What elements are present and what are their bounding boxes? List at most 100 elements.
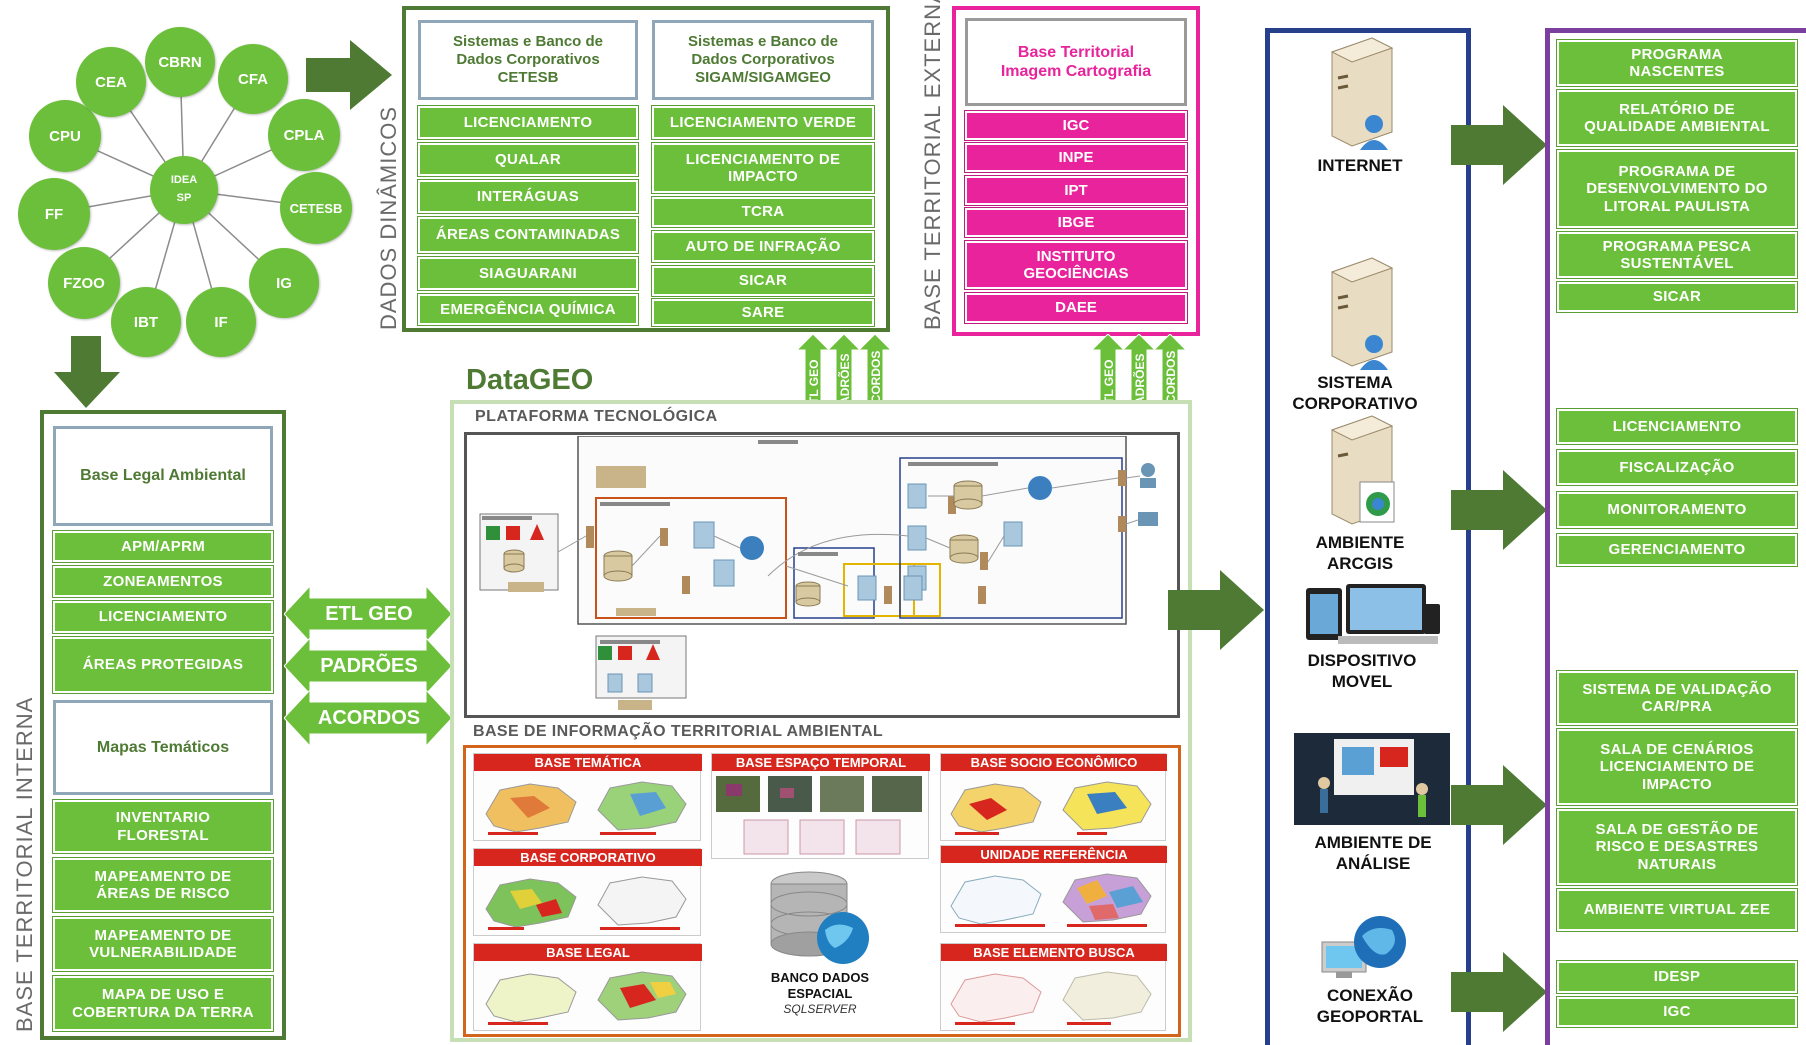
interna-item-licenciamento[interactable]: LICENCIAMENTO: [53, 601, 273, 633]
arrow-right-icon: [1451, 952, 1547, 1032]
panel-title: BASE TEMÁTICA: [474, 754, 702, 771]
output-programa-litoral[interactable]: PROGRAMA DE DESENVOLVIMENTO DO LITORAL P…: [1557, 150, 1797, 228]
idea-node-cetesb: CETESB: [280, 172, 352, 244]
output-relatorio-qualidade[interactable]: RELATÓRIO DE QUALIDADE AMBIENTAL: [1557, 90, 1797, 146]
panel-base-tematica: BASE TEMÁTICA: [473, 753, 702, 841]
connector-interna-padroes: PADRÕES: [320, 655, 418, 677]
database-sub: SQLSERVER: [783, 1002, 857, 1016]
output-sistema-validacao[interactable]: SISTEMA DE VALIDAÇÃO CAR/PRA: [1557, 671, 1797, 725]
map-thumbnail: [485, 781, 687, 835]
cetesb-item-siaguarani[interactable]: SIAGUARANI: [418, 257, 638, 290]
satellite-thumbnails: [716, 776, 922, 855]
map-thumbnail: [950, 873, 1152, 927]
database-globe-icon: [770, 871, 869, 964]
interna-item-uso-cobertura[interactable]: MAPA DE USO E COBERTURA DA TERRA: [53, 976, 273, 1031]
output-ambiente-zee[interactable]: AMBIENTE VIRTUAL ZEE: [1557, 889, 1797, 931]
output-igc[interactable]: IGC: [1557, 997, 1797, 1027]
mapas-header: Mapas Temáticos: [53, 700, 273, 795]
interna-item-inventario[interactable]: INVENTARIO FLORESTAL: [53, 800, 273, 853]
output-idesp[interactable]: IDESP: [1557, 961, 1797, 993]
connector-arrows-interna: [284, 586, 452, 746]
geoportal-globe-icon: [1321, 916, 1406, 978]
database-block: BANCO DADOS ESPACIAL SQLSERVER: [750, 868, 890, 1018]
sigam-item-sicar[interactable]: SICAR: [652, 266, 874, 296]
access-conexao-geoportal[interactable]: CONEXÃO GEOPORTAL: [1316, 986, 1424, 1027]
arrow-right-icon: [1451, 765, 1547, 845]
idea-node-fzoo: FZOO: [48, 247, 120, 319]
sigam-item-tcra[interactable]: TCRA: [652, 197, 874, 227]
panel-title: BASE ESPAÇO TEMPORAL: [712, 754, 930, 771]
map-thumbnail: [485, 876, 687, 930]
panel-base-corporativo: BASE CORPORATIVO: [473, 848, 702, 936]
map-thumbnail: [950, 781, 1152, 835]
output-gerenciamento[interactable]: GERENCIAMENTO: [1557, 534, 1797, 566]
interna-item-apm[interactable]: APM/APRM: [53, 531, 273, 562]
externa-item-igc[interactable]: IGC: [965, 111, 1187, 140]
access-dispositivo-movel[interactable]: DISPOSITIVO MOVEL: [1307, 651, 1417, 692]
access-ambiente-analise[interactable]: AMBIENTE DE ANÁLISE: [1314, 833, 1432, 874]
arrow-right-icon: [1451, 470, 1547, 550]
idea-node-ibt: IBT: [111, 287, 181, 357]
externa-item-inpe[interactable]: INPE: [965, 143, 1187, 172]
base-legal-header: Base Legal Ambiental: [53, 426, 273, 526]
sigam-item-licenciamento-impacto[interactable]: LICENCIAMENTO DE IMPACTO: [652, 143, 874, 193]
idea-hub: IDEA SP: [150, 156, 218, 224]
idea-node-ig: IG: [249, 248, 319, 318]
panel-title: BASE ELEMENTO BUSCA: [941, 944, 1167, 961]
output-sala-gestao-risco[interactable]: SALA DE GESTÃO DE RISCO E DESASTRES NATU…: [1557, 809, 1797, 885]
externa-item-daee[interactable]: DAEE: [965, 293, 1187, 323]
panel-title: UNIDADE REFERÊNCIA: [941, 846, 1167, 863]
plataforma-label: PLATAFORMA TECNOLÓGICA: [475, 408, 718, 425]
interna-item-areas-risco[interactable]: MAPEAMENTO DE ÁREAS DE RISCO: [53, 858, 273, 912]
interna-item-vulnerabilidade[interactable]: MAPEAMENTO DE VULNERABILIDADE: [53, 917, 273, 971]
panel-base-elemento-busca: BASE ELEMENTO BUSCA: [940, 943, 1167, 1031]
output-sala-cenarios[interactable]: SALA DE CENÁRIOS LICENCIAMENTO DE IMPACT…: [1557, 729, 1797, 805]
base-externa-header: Base Territorial Imagem Cartografia: [965, 18, 1187, 106]
arrow-right-icon: [1168, 570, 1264, 650]
arcgis-server-icon: [1330, 415, 1395, 525]
datageo-title: DataGEO: [466, 364, 594, 396]
panel-title: BASE LEGAL: [474, 944, 702, 961]
panel-unidade-referencia: UNIDADE REFERÊNCIA: [940, 845, 1167, 933]
access-internet[interactable]: INTERNET: [1317, 156, 1403, 175]
panel-title: BASE CORPORATIVO: [474, 849, 702, 866]
sigam-header: Sistemas e Banco de Dados Corporativos S…: [652, 20, 874, 100]
output-programa-pesca[interactable]: PROGRAMA PESCA SUSTENTÁVEL: [1557, 232, 1797, 278]
idea-node-cbrn: CBRN: [145, 27, 215, 97]
access-sistema-corporativo[interactable]: SISTEMA CORPORATIVO: [1292, 373, 1418, 414]
base-externa-label: BASE TERRITORIAL EXTERNA: [920, 0, 945, 330]
cetesb-item-qualar[interactable]: QUALAR: [418, 143, 638, 176]
sigam-item-auto-infracao[interactable]: AUTO DE INFRAÇÃO: [652, 231, 874, 262]
sigam-item-sare[interactable]: SARE: [652, 299, 874, 326]
output-monitoramento[interactable]: MONITORAMENTO: [1557, 492, 1797, 528]
output-sicar[interactable]: SICAR: [1557, 282, 1797, 312]
cetesb-item-interaguas[interactable]: INTERÁGUAS: [418, 180, 638, 213]
connector-interna-acordos: ACORDOS: [317, 707, 421, 729]
sigam-item-licenciamento-verde[interactable]: LICENCIAMENTO VERDE: [652, 106, 874, 139]
internet-server-icon: [1330, 37, 1394, 150]
connector-interna-etl: ETL GEO: [325, 603, 413, 625]
output-programa-nascentes[interactable]: PROGRAMA NASCENTES: [1557, 40, 1797, 86]
cetesb-item-areas-contaminadas[interactable]: ÁREAS CONTAMINADAS: [418, 217, 638, 253]
idea-node-cpu: CPU: [29, 100, 101, 172]
cetesb-item-licenciamento[interactable]: LICENCIAMENTO: [418, 106, 638, 139]
interna-item-areas-protegidas[interactable]: ÁREAS PROTEGIDAS: [53, 637, 273, 693]
output-licenciamento[interactable]: LICENCIAMENTO: [1557, 409, 1797, 444]
map-thumbnail: [485, 971, 687, 1025]
cetesb-header: Sistemas e Banco de Dados Corporativos C…: [418, 20, 638, 100]
idea-node-if: IF: [186, 287, 256, 357]
externa-item-ibge[interactable]: IBGE: [965, 208, 1187, 237]
cetesb-item-emergencia-quimica[interactable]: EMERGÊNCIA QUÍMICA: [418, 294, 638, 325]
externa-item-ipt[interactable]: IPT: [965, 176, 1187, 205]
output-fiscalizacao[interactable]: FISCALIZAÇÃO: [1557, 450, 1797, 485]
access-ambiente-arcgis[interactable]: AMBIENTE ARCGIS: [1315, 533, 1405, 574]
database-label: BANCO DADOS ESPACIAL: [770, 970, 870, 1001]
analysis-room-icon: [1294, 733, 1450, 825]
interna-item-zoneamentos[interactable]: ZONEAMENTOS: [53, 566, 273, 597]
mobile-devices-icon: [1306, 584, 1440, 644]
externa-item-instituto-geociencias[interactable]: INSTITUTO GEOCIÊNCIAS: [965, 241, 1187, 289]
base-interna-label: BASE TERRITORIAL INTERNA: [12, 696, 37, 1032]
dados-dinamicos-label: DADOS DINÂMICOS: [376, 105, 401, 330]
arrow-down-icon: [54, 336, 120, 408]
idea-node-cea: CEA: [76, 47, 146, 117]
